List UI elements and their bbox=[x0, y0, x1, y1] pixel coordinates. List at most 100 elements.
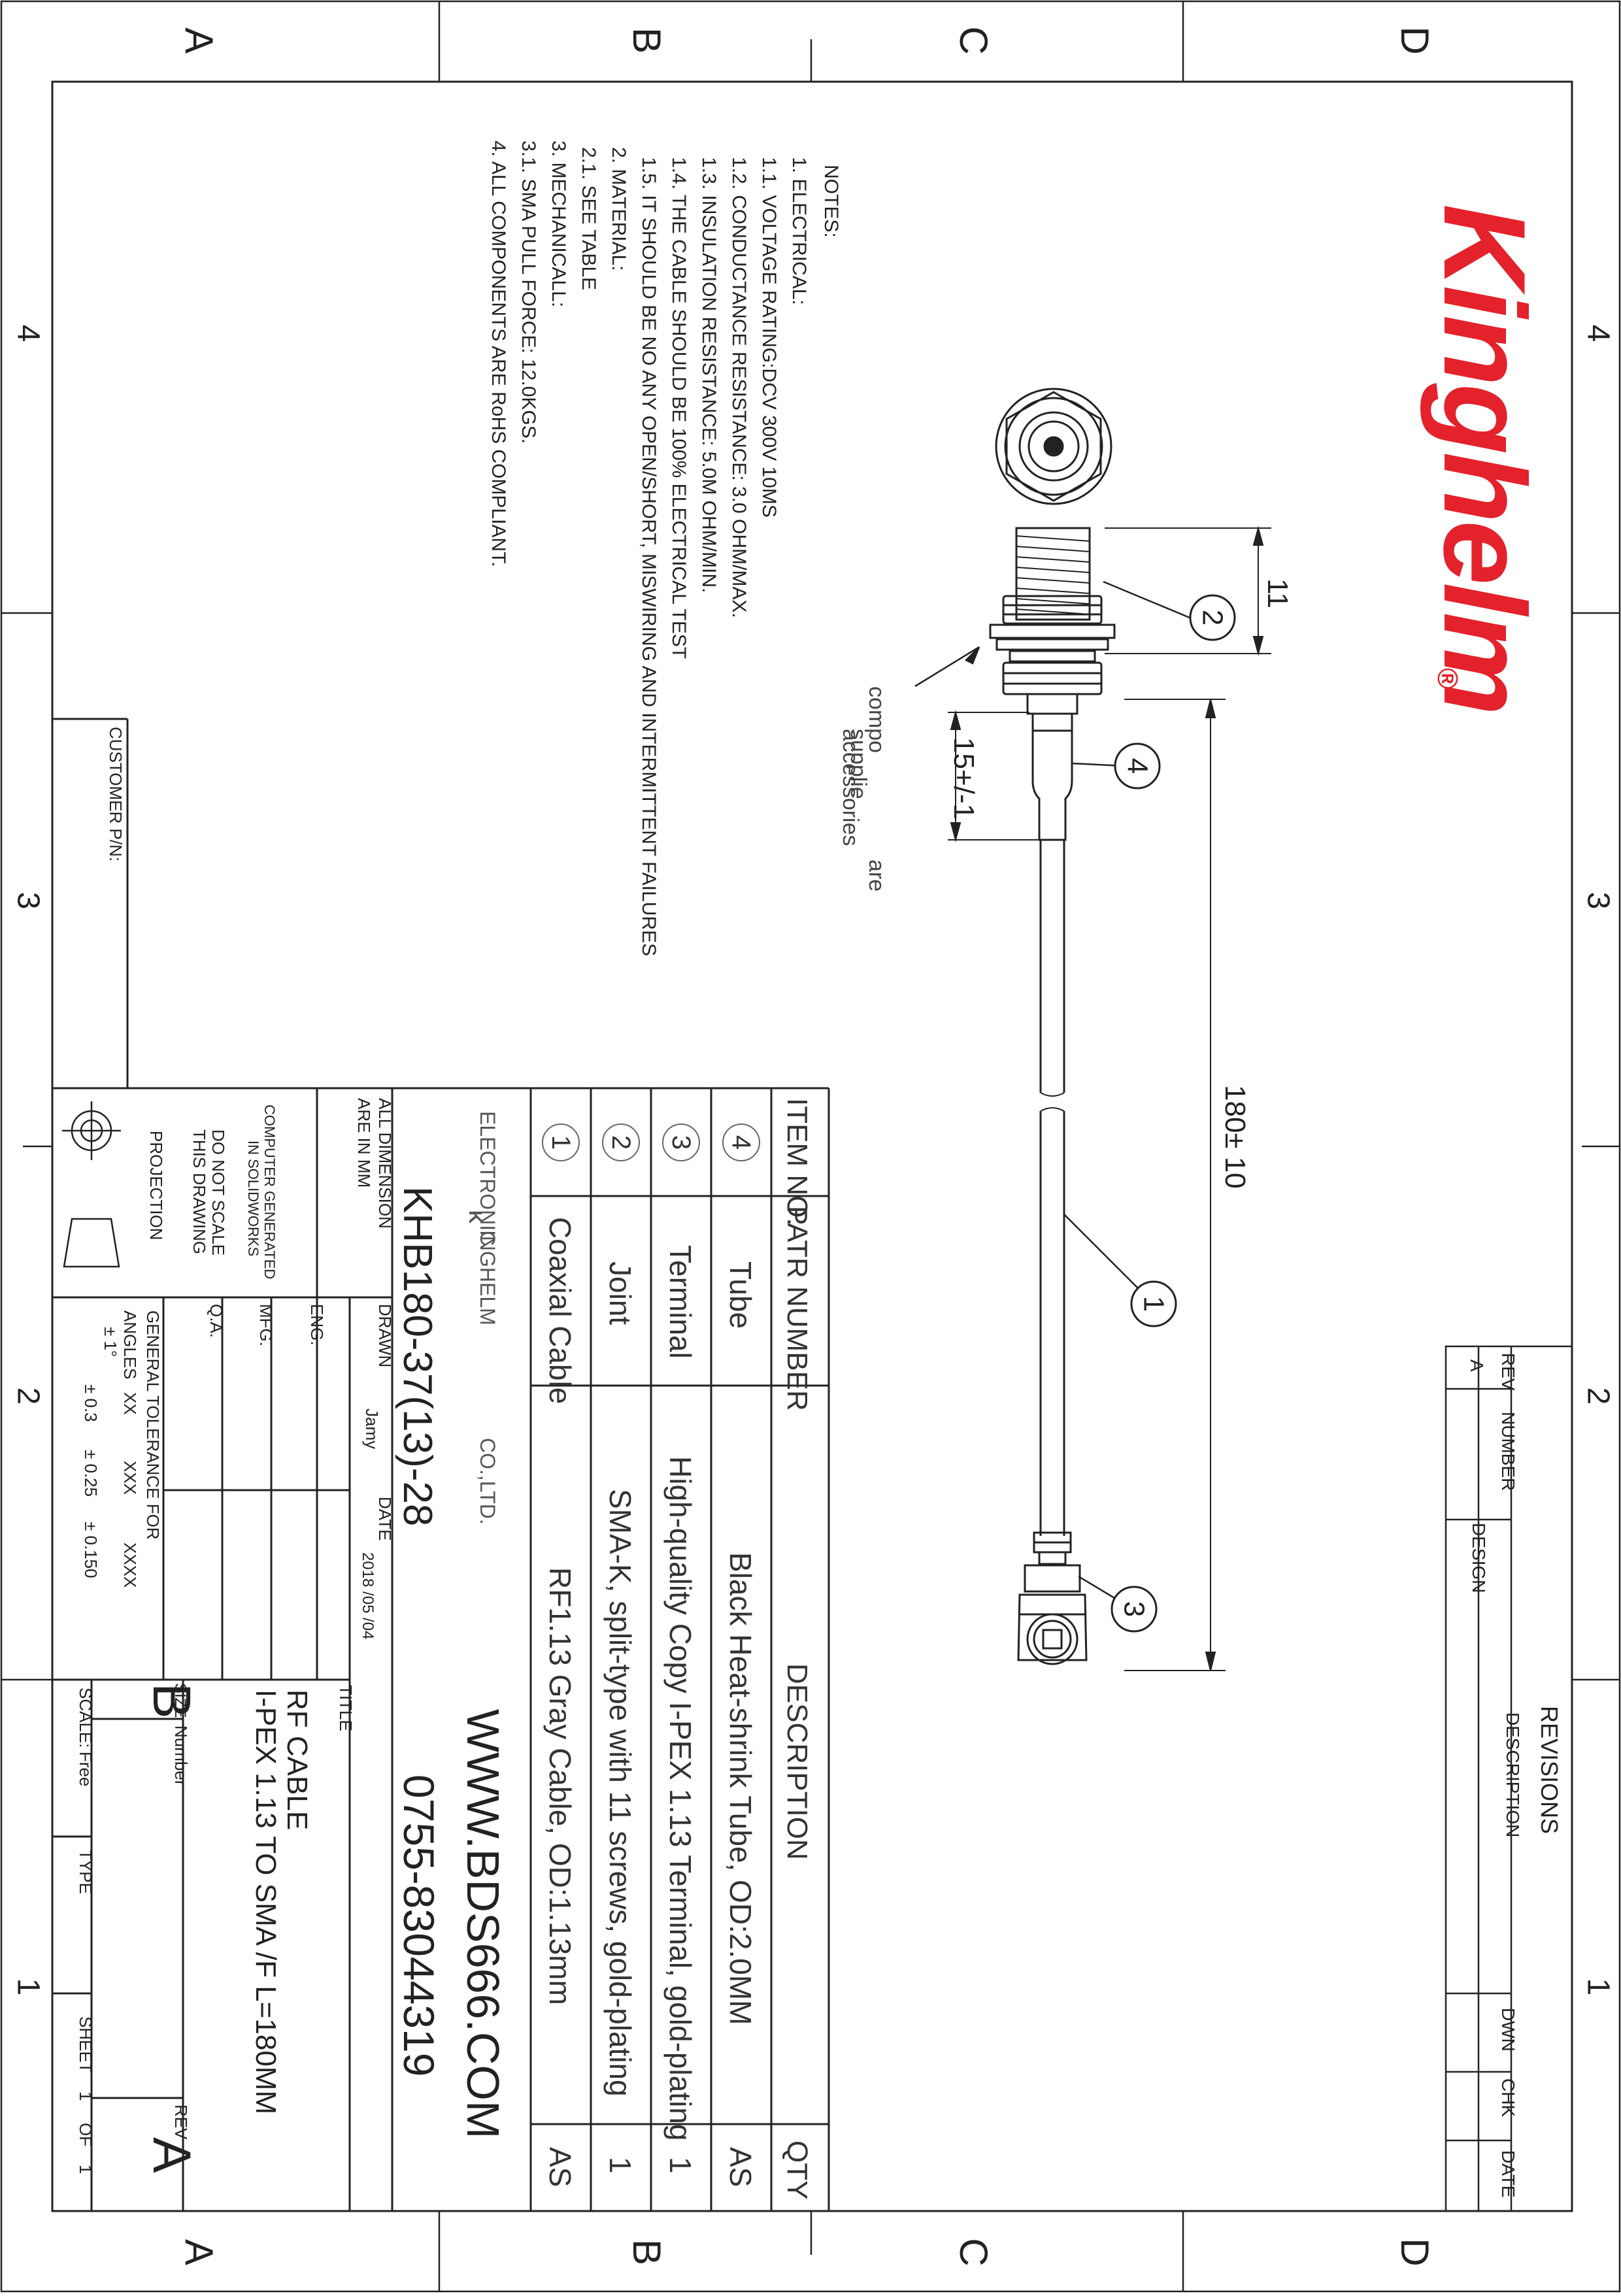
rev-header: REV bbox=[1498, 1353, 1518, 1391]
tb-angles: ANGLES bbox=[120, 1310, 140, 1380]
bom-row-4-description: RF1.13 Gray Cable, OD:1.13mm bbox=[543, 1567, 577, 2005]
tb-title-label: TITLE bbox=[336, 1685, 356, 1731]
notes-title: NOTES: bbox=[820, 165, 842, 238]
revisions-table: REVISIONS REV NUMBER DESIGN DESCRIPTION … bbox=[1445, 1345, 1573, 2212]
tb-sheet-label: SHEET bbox=[76, 2016, 95, 2073]
tb-in-solidworks: IN SOLIDWORKS bbox=[245, 1140, 261, 1256]
note-line-9: 3. MECHANICALL: bbox=[548, 141, 569, 307]
tb-xx: XX bbox=[120, 1392, 140, 1415]
bom-table: ITEM NO. PATR NUMBER DESCRIPTION QTY 4 3… bbox=[529, 1087, 830, 2211]
company-name-right: INGHELM bbox=[476, 1230, 499, 1325]
company-block: ELECTRONIC INGHELM CO.,LTD. K WWW.BDS666… bbox=[395, 1111, 509, 2138]
bom-header-part: PATR NUMBER bbox=[781, 1206, 813, 1411]
zone-number-left-3: 3 bbox=[10, 892, 45, 910]
bom-row-1-part: Tube bbox=[724, 1261, 758, 1329]
zone-letter-top-c: C bbox=[952, 26, 995, 54]
number-header: NUMBER bbox=[1498, 1412, 1518, 1491]
tb-title-line-1: RF CABLE bbox=[281, 1689, 313, 1830]
tb-drawn-by: Jamy bbox=[362, 1408, 382, 1449]
tb-scale-value: Free bbox=[76, 1752, 95, 1786]
balloon-1: 1 bbox=[1138, 1296, 1170, 1312]
zone-letter-top-d: D bbox=[1393, 26, 1437, 54]
callout-line-2: accessories bbox=[838, 729, 863, 846]
customer-pn-box: CUSTOMER P/N: bbox=[52, 718, 129, 1088]
bom-row-3-description: SMA-K, split-type with 11 screws, gold-p… bbox=[603, 1489, 637, 2097]
description-header: DESCRIPTION bbox=[1503, 1712, 1523, 1837]
bom-row-4-item: 1 bbox=[546, 1135, 575, 1150]
tb-date-label: DATE bbox=[375, 1497, 395, 1540]
bom-row-4-qty: AS bbox=[543, 2147, 577, 2187]
tb-this-drawing: THIS DRAWING bbox=[190, 1129, 209, 1254]
design-header: DESIGN bbox=[1469, 1523, 1489, 1593]
company-website: WWW.BDS666.COM bbox=[458, 1709, 509, 2138]
callout-text: compo accessories are supplie bbox=[838, 686, 889, 891]
sma-end-view bbox=[995, 388, 1112, 505]
logo-text: Kinghelm bbox=[1420, 204, 1550, 713]
tb-all-dimension: ALL DIMENSION bbox=[375, 1098, 395, 1229]
callout-line-1: compo bbox=[864, 686, 889, 753]
bom-header-description: DESCRIPTION bbox=[781, 1663, 813, 1860]
note-line-3: 1.2. CONDUCTANCE RESISTANCE: 3.0 OHM/MAX… bbox=[728, 157, 750, 618]
tb-scale-label: SCALE: bbox=[76, 1688, 95, 1748]
note-line-1: 1. ELECTRICAL: bbox=[788, 157, 810, 305]
notes-block: NOTES: 1. ELECTRICAL: 1.1. VOLTAGE RATIN… bbox=[488, 141, 842, 956]
company-k-mark: K bbox=[465, 1210, 486, 1223]
date-header: DATE bbox=[1498, 2150, 1518, 2198]
bom-row-2-description: High-quality Copy I-PEX 1.13 Terminal, g… bbox=[663, 1456, 697, 2140]
bom-row-3-part: Joint bbox=[603, 1261, 637, 1325]
bom-row-1-description: Black Heat-shrink Tube, OD:2.0MM bbox=[724, 1552, 758, 2025]
note-line-5: 1.4. THE CABLE SHOULD BE 100% ELECTRICAL… bbox=[668, 157, 690, 659]
tb-size-value: B bbox=[142, 1683, 201, 1719]
tb-projection: PROJECTION bbox=[146, 1131, 166, 1240]
bom-row-2-item: 3 bbox=[667, 1135, 695, 1150]
company-phone: 0755-83044319 bbox=[395, 1774, 443, 2076]
tb-rev-label: REV bbox=[171, 2105, 191, 2140]
tb-number-label: Number bbox=[171, 1725, 191, 1786]
balloon-4: 4 bbox=[1122, 758, 1154, 774]
bom-row-3-qty: 1 bbox=[603, 2157, 637, 2174]
tb-tol-xxx: ± 0.25 bbox=[81, 1450, 101, 1497]
tb-date-value: 2018 /05 /04 bbox=[359, 1552, 376, 1639]
callout-line-4: supplie bbox=[846, 729, 871, 799]
part-number: KHB180-37(13)-28 bbox=[395, 1186, 440, 1526]
note-line-8: 2.1. SEE TABLE bbox=[578, 147, 599, 290]
note-line-6: 1.5. IT SHOULD BE NO ANY OPEN/SHORT, MIS… bbox=[638, 157, 660, 956]
zone-letter-bottom-a: A bbox=[177, 2239, 221, 2265]
tb-tol-xx: ± 0.3 bbox=[81, 1384, 101, 1422]
dim-overall-length: 180± 10 bbox=[1219, 1085, 1251, 1189]
tb-sheet-total: 1 bbox=[76, 2165, 95, 2174]
cable-assembly-drawing bbox=[989, 388, 1116, 1665]
note-line-7: 2. MATERIAL: bbox=[608, 147, 629, 271]
zone-number-right-4: 4 bbox=[1580, 325, 1615, 342]
bom-row-2-part: Terminal bbox=[663, 1245, 697, 1359]
note-line-10: 3.1. SMA PULL FORCE: 12.0KGS. bbox=[518, 141, 539, 444]
note-line-4: 1.3. INSULATION RESISTANCE: 5.0M OHM/MIN… bbox=[698, 157, 720, 593]
bom-row-1-item: 4 bbox=[727, 1135, 756, 1150]
bom-row-1-qty: AS bbox=[724, 2147, 758, 2187]
bom-row-4-part: Coaxial Cable bbox=[543, 1217, 577, 1404]
zone-number-right-1: 1 bbox=[1580, 1978, 1615, 1996]
zone-number-left-4: 4 bbox=[10, 325, 45, 342]
kinghelm-logo: Kinghelm ® bbox=[1420, 204, 1550, 713]
tb-size-label: SIZE bbox=[171, 1683, 189, 1718]
tb-drawn-label: DRAWN bbox=[375, 1304, 395, 1367]
balloon-2: 2 bbox=[1197, 610, 1229, 625]
dim-tube-length: 15+/-1 bbox=[948, 737, 980, 820]
balloon-leaders bbox=[914, 580, 1190, 1599]
zone-letter-bottom-c: C bbox=[952, 2238, 995, 2266]
tb-type-label: TYPE bbox=[76, 1850, 95, 1894]
tb-title-line-2: I-PEX 1.13 TO SMA /F L=180MM bbox=[250, 1689, 282, 2114]
tb-tolerance-title: GENERAL TOLERANCE FOR bbox=[143, 1310, 163, 1540]
zone-letter-top-b: B bbox=[625, 27, 669, 54]
note-line-11: 4. ALL COMPONENTS ARE RoHS COMPLIANT. bbox=[488, 141, 509, 567]
zone-letter-bottom-b: B bbox=[625, 2239, 669, 2265]
title-block: ALL DIMENSION ARE IN MM COMPUTER GENERAT… bbox=[52, 1087, 531, 2211]
heat-shrink-tube bbox=[1031, 731, 1073, 841]
tb-do-not-scale: DO NOT SCALE bbox=[209, 1129, 228, 1256]
bom-row-2-qty: 1 bbox=[663, 2157, 697, 2174]
tb-rev-value: A bbox=[142, 2137, 201, 2173]
dwn-header: DWN bbox=[1498, 2008, 1518, 2052]
zone-number-left-1: 1 bbox=[10, 1978, 45, 1996]
tb-computer-generated: COMPUTER GENERATED bbox=[261, 1105, 278, 1279]
zone-number-right-2: 2 bbox=[1580, 1388, 1615, 1405]
